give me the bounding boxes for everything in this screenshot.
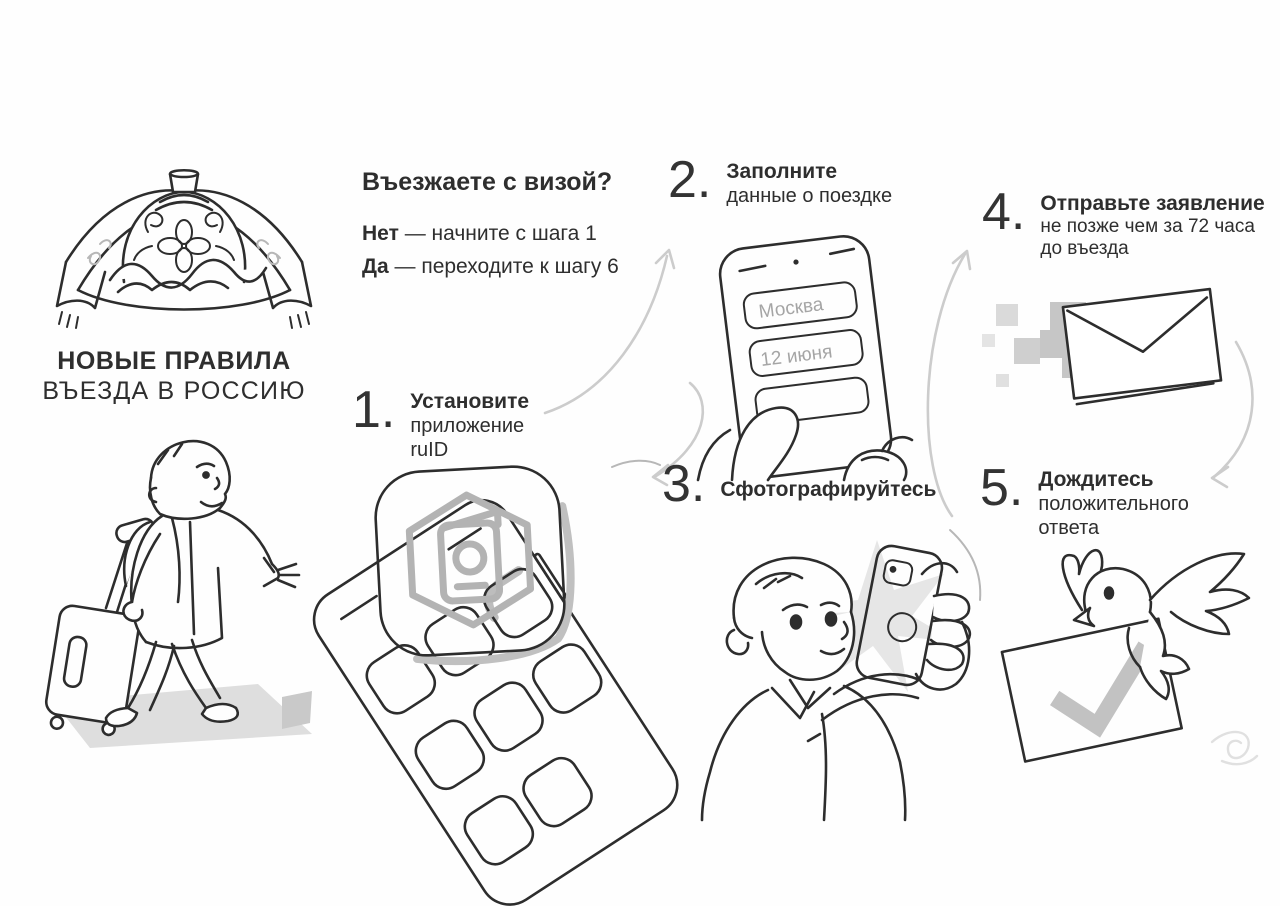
sketch-squiggle [1210, 730, 1250, 760]
step-1-number: 1. [352, 381, 396, 439]
form-field-extra [754, 376, 870, 425]
poster-title: НОВЫЕ ПРАВИЛА ВЪЕЗДА В РОССИЮ [38, 346, 310, 406]
form-field-city [742, 281, 858, 330]
ruid-passport-app-icon [374, 465, 575, 666]
poster-title-line1: НОВЫЕ ПРАВИЛА [57, 347, 291, 375]
poster-title-line2: ВЪЕЗДА В РОССИЮ [42, 377, 306, 405]
arrow-step2-to-step3 [654, 381, 705, 478]
envelope [1061, 287, 1223, 406]
dove-body [1072, 552, 1251, 701]
arrow-step4-to-step5 [1212, 340, 1254, 479]
step-5: 5. Дождитесь положительного ответа [980, 462, 1189, 540]
man-taking-selfie-icon [700, 529, 982, 822]
selfie-phone [820, 544, 971, 722]
step-5-title: Дождитесь [1038, 468, 1154, 491]
selfie-man-body [700, 678, 907, 822]
arrow-step3-to-step4 [926, 252, 967, 518]
suitcase [44, 517, 156, 737]
step-4: 4. Отправьте заявление не позже чем за 7… [982, 186, 1265, 260]
visa-question: Въезжаете с визой? Нет — начните с шага … [362, 168, 682, 283]
traveler-with-suitcase-icon [44, 439, 312, 748]
traveler-figure [104, 439, 301, 728]
smartphone-trip-form-icon: Москва 12 июня [696, 234, 914, 482]
visa-option-yes: Да — переходите к шагу 6 [362, 255, 619, 278]
passport-icon [437, 507, 504, 605]
hexagon-shape [405, 491, 535, 629]
dove-approved-document-icon [1000, 548, 1251, 763]
step-4-detail: не позже чем за 72 часа до въезда [1040, 216, 1255, 259]
step-3: 3. Сфотографируйтесь [662, 458, 936, 510]
visa-question-heading: Въезжаете с визой? [362, 168, 613, 196]
step-1: 1. Установите приложение ruID [352, 384, 529, 462]
step-2-title: Заполните [726, 160, 838, 183]
step-1-detail: приложение ruID [410, 415, 525, 461]
holding-hands [696, 406, 914, 482]
checkmark [1050, 641, 1154, 738]
form-field-date [748, 329, 864, 377]
step-4-title: Отправьте заявление [1040, 192, 1265, 215]
selfie-man-head [725, 556, 856, 682]
karavay-welcome-bread-icon [55, 168, 313, 329]
gray-accent-block [282, 691, 312, 729]
step-2: 2. Заполните данные о поездке [668, 154, 892, 208]
step-3-title: Сфотографируйтесь [720, 478, 937, 501]
step-2-detail: данные о поездке [726, 185, 893, 207]
step-3-number: 3. [662, 455, 706, 513]
step-5-number: 5. [980, 459, 1024, 517]
arrow-step1-to-step2 [543, 254, 669, 415]
step-1-title: Установите [410, 390, 530, 413]
step-4-number: 4. [982, 183, 1026, 241]
sending-envelope-icon [982, 287, 1223, 406]
step-2-number: 2. [668, 151, 712, 209]
step-5-detail: положительного ответа [1038, 493, 1189, 539]
visa-option-no: Нет — начните с шага 1 [362, 222, 597, 245]
smartphone-app-grid-icon [282, 459, 679, 906]
